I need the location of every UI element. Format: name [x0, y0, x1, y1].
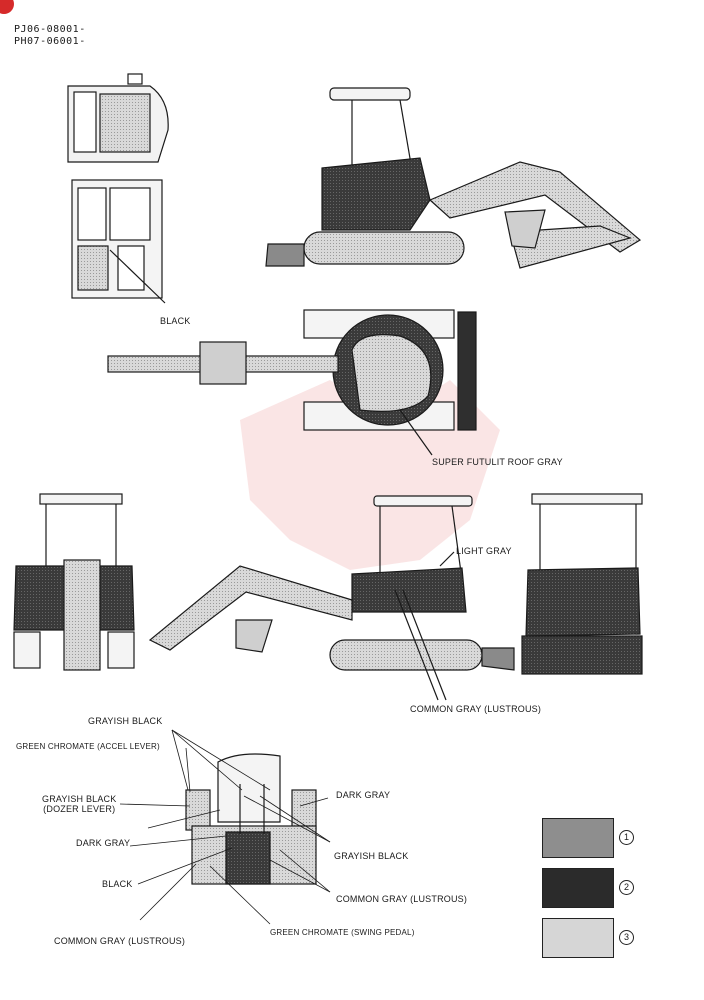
label-dark-gray-right: DARK GRAY [336, 790, 391, 800]
cab-top-view [67, 73, 169, 163]
excavator-plan-view [107, 309, 477, 456]
legend-number-2: 2 [619, 880, 634, 895]
label-light-gray: LIGHT GRAY [456, 546, 512, 556]
label-green-chromate-accel: GREEN CHROMATE (ACCEL LEVER) [16, 742, 160, 751]
serial-line-1: PJ06-08001- [14, 24, 86, 35]
cab-side-view [71, 179, 166, 304]
excavator-working-view [148, 495, 515, 701]
label-black-cab: BLACK [160, 316, 191, 326]
label-common-gray-right: COMMON GRAY (LUSTROUS) [336, 894, 468, 904]
label-grayish-black-top: GRAYISH BLACK [88, 716, 163, 726]
label-grayish-black-dozer-line2: (DOZER LEVER) [43, 804, 116, 814]
legend-number-3: 3 [619, 930, 634, 945]
excavator-rear-view [13, 493, 135, 671]
legend-number-1: 1 [619, 830, 634, 845]
excavator-side-view [265, 87, 642, 269]
corner-marker [0, 0, 14, 14]
label-black-seat: BLACK [102, 879, 133, 889]
label-grayish-black-right: GRAYISH BLACK [334, 851, 409, 861]
label-common-gray-bottom: COMMON GRAY (LUSTROUS) [54, 936, 186, 946]
label-roof-gray: SUPER FUTULIT ROOF GRAY [432, 457, 563, 467]
seat-detail-view [119, 729, 331, 925]
serial-range: PJ06-08001- PH07-06001- [14, 24, 86, 48]
legend-swatch-2 [542, 868, 614, 908]
legend-swatch-1 [542, 818, 614, 858]
serial-line-2: PH07-06001- [14, 36, 86, 47]
legend-swatch-3 [542, 918, 614, 958]
label-grayish-black-dozer: GRAYISH BLACK (DOZER LEVER) [42, 794, 116, 814]
label-grayish-black-dozer-line1: GRAYISH BLACK [42, 794, 117, 804]
label-common-gray-body: COMMON GRAY (LUSTROUS) [410, 704, 542, 714]
excavator-front-view [521, 493, 643, 675]
label-dark-gray-left: DARK GRAY [76, 838, 131, 848]
label-green-chromate-swing: GREEN CHROMATE (SWING PEDAL) [270, 928, 415, 937]
